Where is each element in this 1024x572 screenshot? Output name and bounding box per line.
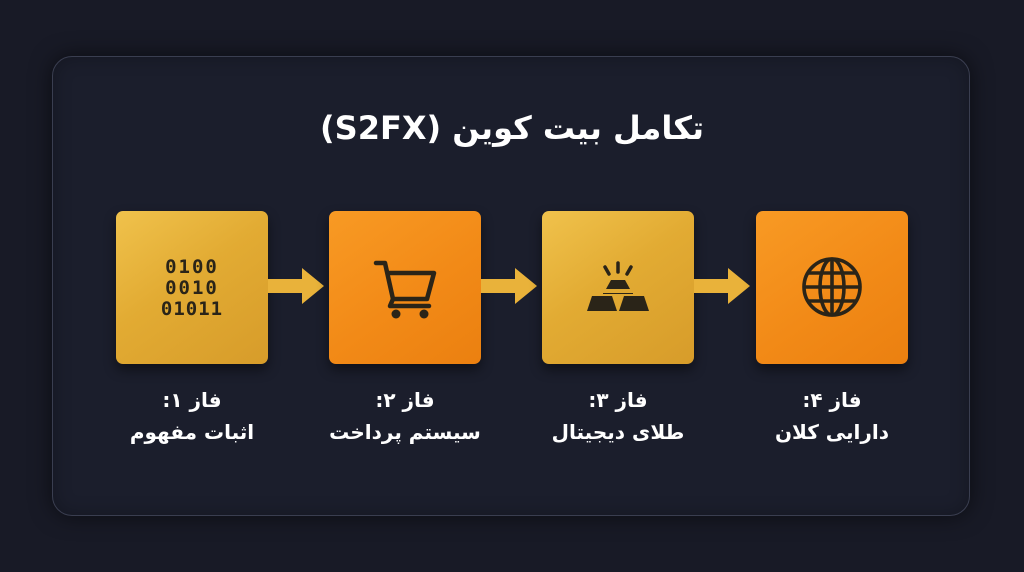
binary-row-2: 0010	[165, 277, 219, 299]
phase-2-label: فاز ۲: سیستم پرداخت	[305, 384, 505, 448]
shopping-cart-icon	[373, 260, 437, 319]
binary-row-3: 01011	[161, 298, 223, 320]
diagram-title: تکامل بیت کوین (S2FX)	[320, 109, 704, 147]
gold-bars-icon	[587, 261, 649, 311]
phase-4-box	[756, 211, 908, 364]
phase-1-name: اثبات مفهوم	[129, 420, 255, 444]
phase-3-name: طلای دیجیتال	[551, 420, 685, 444]
phase-3-label: فاز ۳: طلای دیجیتال	[518, 384, 718, 448]
globe-icon	[802, 257, 862, 317]
binary-code-icon: 0100 0010 01011	[161, 256, 223, 320]
phase-3-box	[542, 211, 694, 364]
phase-3-number: فاز ۳:	[588, 388, 648, 412]
arrow-icon-3	[694, 268, 750, 304]
phase-1-number: فاز ۱:	[162, 388, 222, 412]
arrow-icon-2	[481, 268, 537, 304]
phase-1-box: 0100 0010 01011	[116, 211, 268, 364]
phase-1-label: فاز ۱: اثبات مفهوم	[92, 384, 292, 448]
phase-4-name: دارایی کلان	[774, 420, 890, 444]
phase-2-box	[329, 211, 481, 364]
arrow-icon-1	[268, 268, 324, 304]
binary-row-1: 0100	[165, 256, 219, 278]
phase-2-name: سیستم پرداخت	[329, 420, 481, 444]
phase-2-number: فاز ۲:	[375, 388, 435, 412]
phase-4-number: فاز ۴:	[802, 388, 862, 412]
phase-4-label: فاز ۴: دارایی کلان	[732, 384, 932, 448]
